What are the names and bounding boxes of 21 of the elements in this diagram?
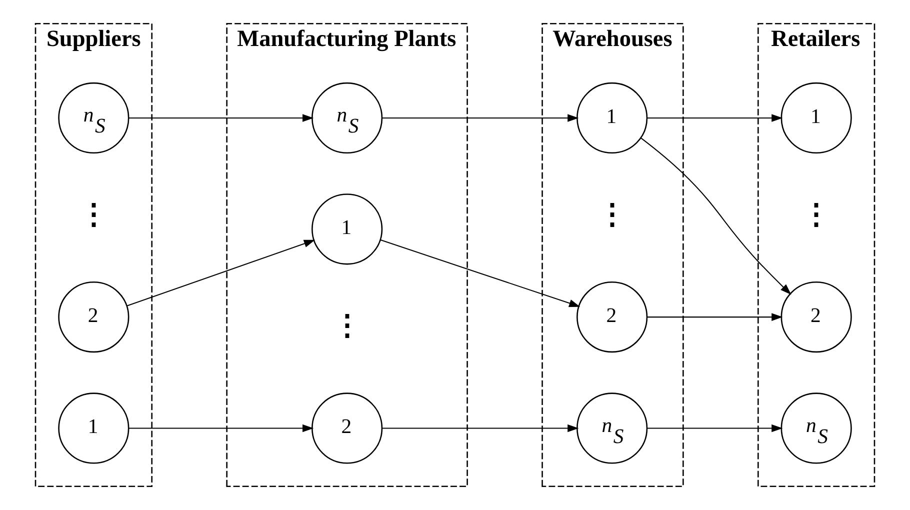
arrow (382, 424, 579, 432)
arrow (640, 138, 792, 295)
label: ⋮ (802, 199, 830, 230)
label: ⋮ (79, 199, 108, 230)
node-circle: 2 (312, 392, 383, 464)
node-circle: 2 (58, 282, 130, 353)
arrow (647, 313, 783, 321)
arrow (127, 240, 316, 306)
node-circle: 1 (312, 194, 383, 265)
arrow (382, 114, 579, 122)
label: ⋮ (598, 199, 626, 230)
label: ⋮ (332, 310, 361, 342)
arrow (128, 424, 314, 432)
arrow (128, 114, 314, 122)
node-circle: 2 (576, 282, 648, 353)
arrow (380, 239, 580, 307)
node-circle: 1 (58, 392, 130, 464)
node-circle: 1 (780, 82, 852, 154)
arrow (647, 424, 783, 432)
node-circle: 1 (576, 82, 648, 154)
arrow (647, 114, 783, 122)
